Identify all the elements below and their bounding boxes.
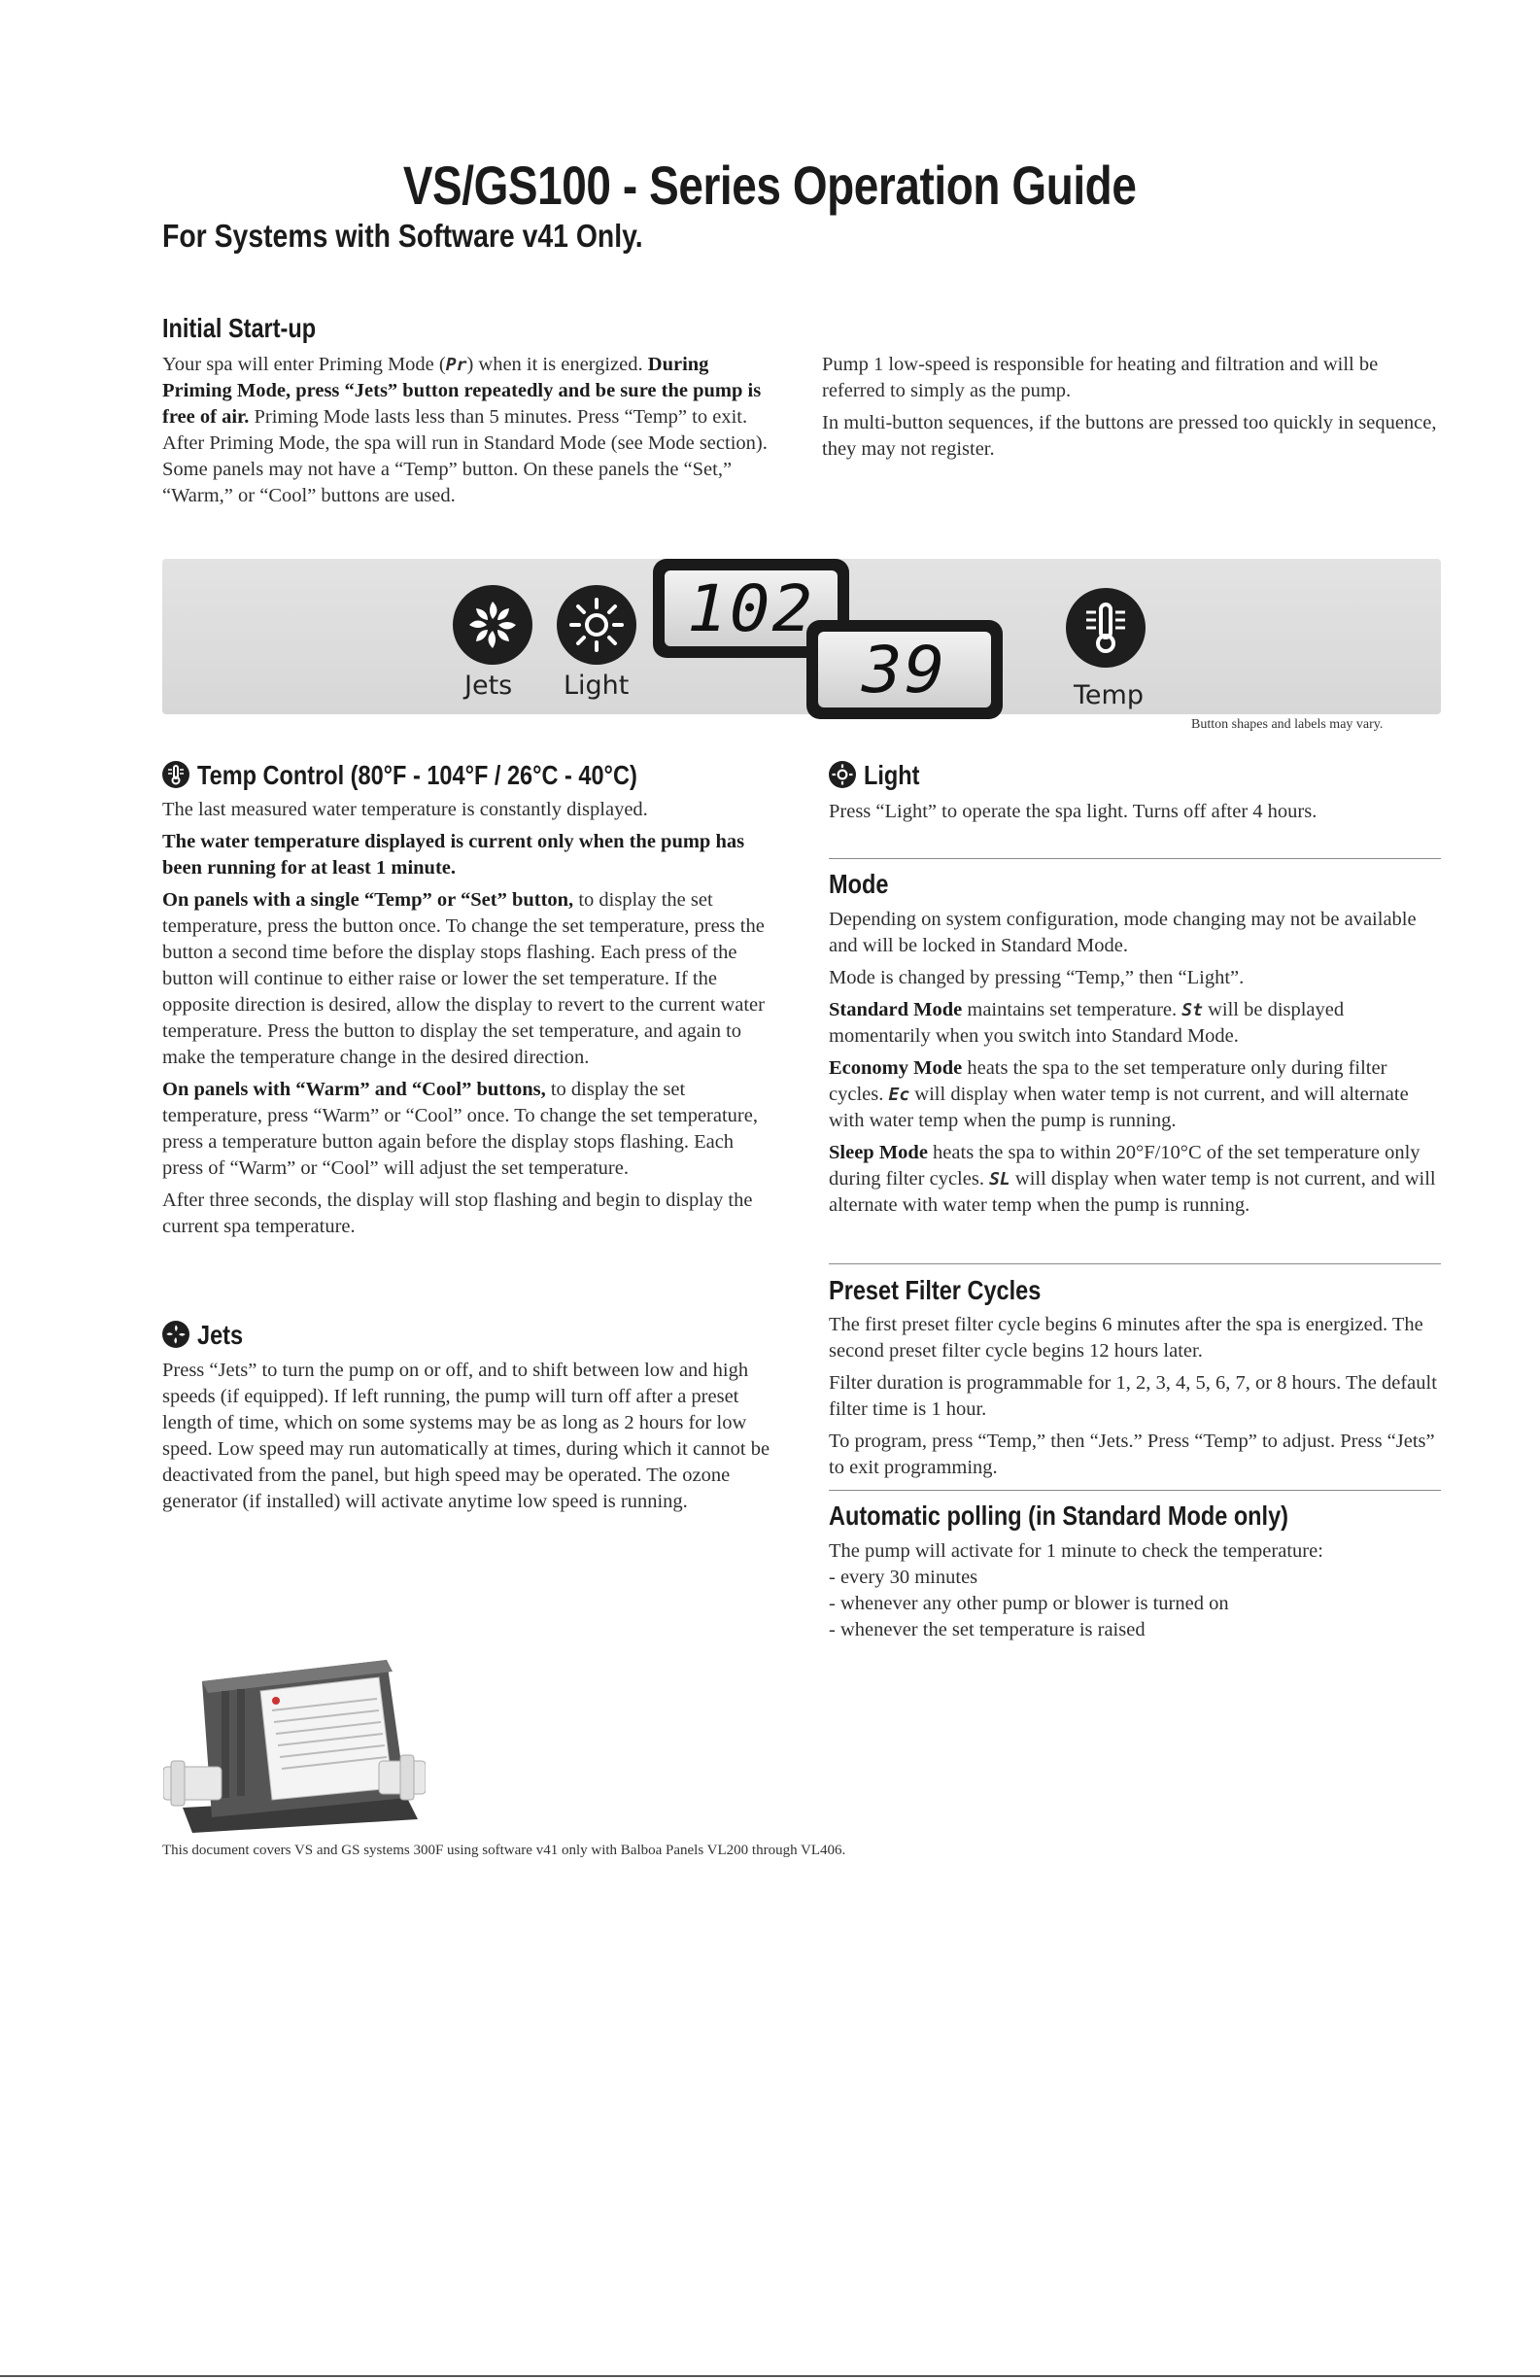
temp-label: Temp (1074, 680, 1144, 710)
polling-item: - every 30 minutes (829, 1567, 978, 1588)
filter-p2: Filter duration is programmable for 1, 2… (829, 1372, 1437, 1420)
jets-icon (469, 602, 516, 648)
display-top-value: 102 (687, 570, 815, 646)
thermometer-small-icon (162, 761, 189, 788)
divider-mode-filter (829, 1263, 1441, 1264)
light-text: Press “Light” to operate the spa light. … (829, 799, 1443, 831)
polling-heading: Automatic polling (in Standard Mode only… (829, 1500, 1288, 1531)
light-label: Light (564, 671, 630, 701)
temp-control-heading-row: Temp Control (80°F - 104°F / 26°C - 40°C… (162, 760, 721, 791)
light-p1: Press “Light” to operate the spa light. … (829, 801, 1318, 822)
light-button[interactable] (557, 585, 636, 665)
panel-note: Button shapes and labels may vary. (1191, 717, 1384, 732)
jets-text: Press “Jets” to turn the pump on or off,… (162, 1358, 776, 1521)
filter-heading: Preset Filter Cycles (829, 1275, 1042, 1305)
polling-p1: The pump will activate for 1 minute to c… (829, 1540, 1323, 1562)
divider-light-mode (829, 858, 1441, 859)
economy-mode-code: Ec (888, 1085, 910, 1105)
filter-p1: The first preset filter cycle begins 6 m… (829, 1314, 1423, 1362)
polling-item: - whenever the set temperature is raised (829, 1619, 1146, 1640)
temp-control-p2: The water temperature displayed is curre… (162, 831, 745, 879)
temp-control-text: The last measured water temperature is c… (162, 797, 776, 1246)
filter-text: The first preset filter cycle begins 6 m… (829, 1312, 1443, 1487)
pump-note: Pump 1 low-speed is responsible for heat… (822, 354, 1379, 401)
standard-mode-code: St (1181, 1000, 1203, 1020)
mode-p1: Depending on system configuration, mode … (829, 909, 1417, 956)
initial-startup-right: Pump 1 low-speed is responsible for heat… (822, 352, 1444, 468)
temp-control-p5: After three seconds, the display will st… (162, 1190, 753, 1237)
sleep-mode-code: SL (989, 1169, 1010, 1190)
button-sequence-note: In multi-button sequences, if the button… (822, 412, 1437, 460)
jets-button[interactable] (453, 585, 532, 665)
control-box-image (163, 1660, 426, 1833)
initial-startup-text: Your spa will enter Priming Mode (Pr) wh… (162, 354, 768, 506)
mode-text: Depending on system configuration, mode … (829, 907, 1443, 1224)
display-bottom-value: 39 (862, 632, 947, 707)
thermometer-icon (1086, 603, 1125, 653)
jets-heading: Jets (197, 1320, 244, 1350)
lcd-display-bottom: 39 (806, 620, 1003, 719)
temp-button[interactable] (1066, 588, 1146, 668)
jets-label: Jets (464, 671, 513, 701)
page-subtitle: For Systems with Software v41 Only. (162, 218, 643, 254)
sun-icon (569, 598, 624, 652)
mode-heading: Mode (829, 869, 889, 899)
light-small-icon (829, 761, 856, 788)
initial-startup-heading: Initial Start-up (162, 313, 317, 343)
light-heading: Light (864, 760, 920, 790)
divider-filter-polling (829, 1490, 1441, 1491)
filter-p3: To program, press “Temp,” then “Jets.” P… (829, 1431, 1435, 1478)
polling-text: The pump will activate for 1 minute to c… (829, 1538, 1443, 1643)
polling-item: - whenever any other pump or blower is t… (829, 1593, 1229, 1614)
page-bottom-border (0, 2375, 1540, 2377)
footer-note: This document covers VS and GS systems 3… (162, 1843, 846, 1858)
temp-control-p1: The last measured water temperature is c… (162, 799, 648, 820)
page-title: VS/GS100 - Series Operation Guide (403, 155, 1137, 216)
jets-p1: Press “Jets” to turn the pump on or off,… (162, 1360, 770, 1512)
priming-code: Pr (445, 355, 467, 375)
light-heading-row: Light (829, 760, 930, 791)
jets-heading-row: Jets (162, 1320, 252, 1351)
mode-p2: Mode is changed by pressing “Temp,” then… (829, 967, 1245, 988)
jets-small-icon (162, 1321, 189, 1348)
temp-control-heading: Temp Control (80°F - 104°F / 26°C - 40°C… (197, 760, 637, 790)
